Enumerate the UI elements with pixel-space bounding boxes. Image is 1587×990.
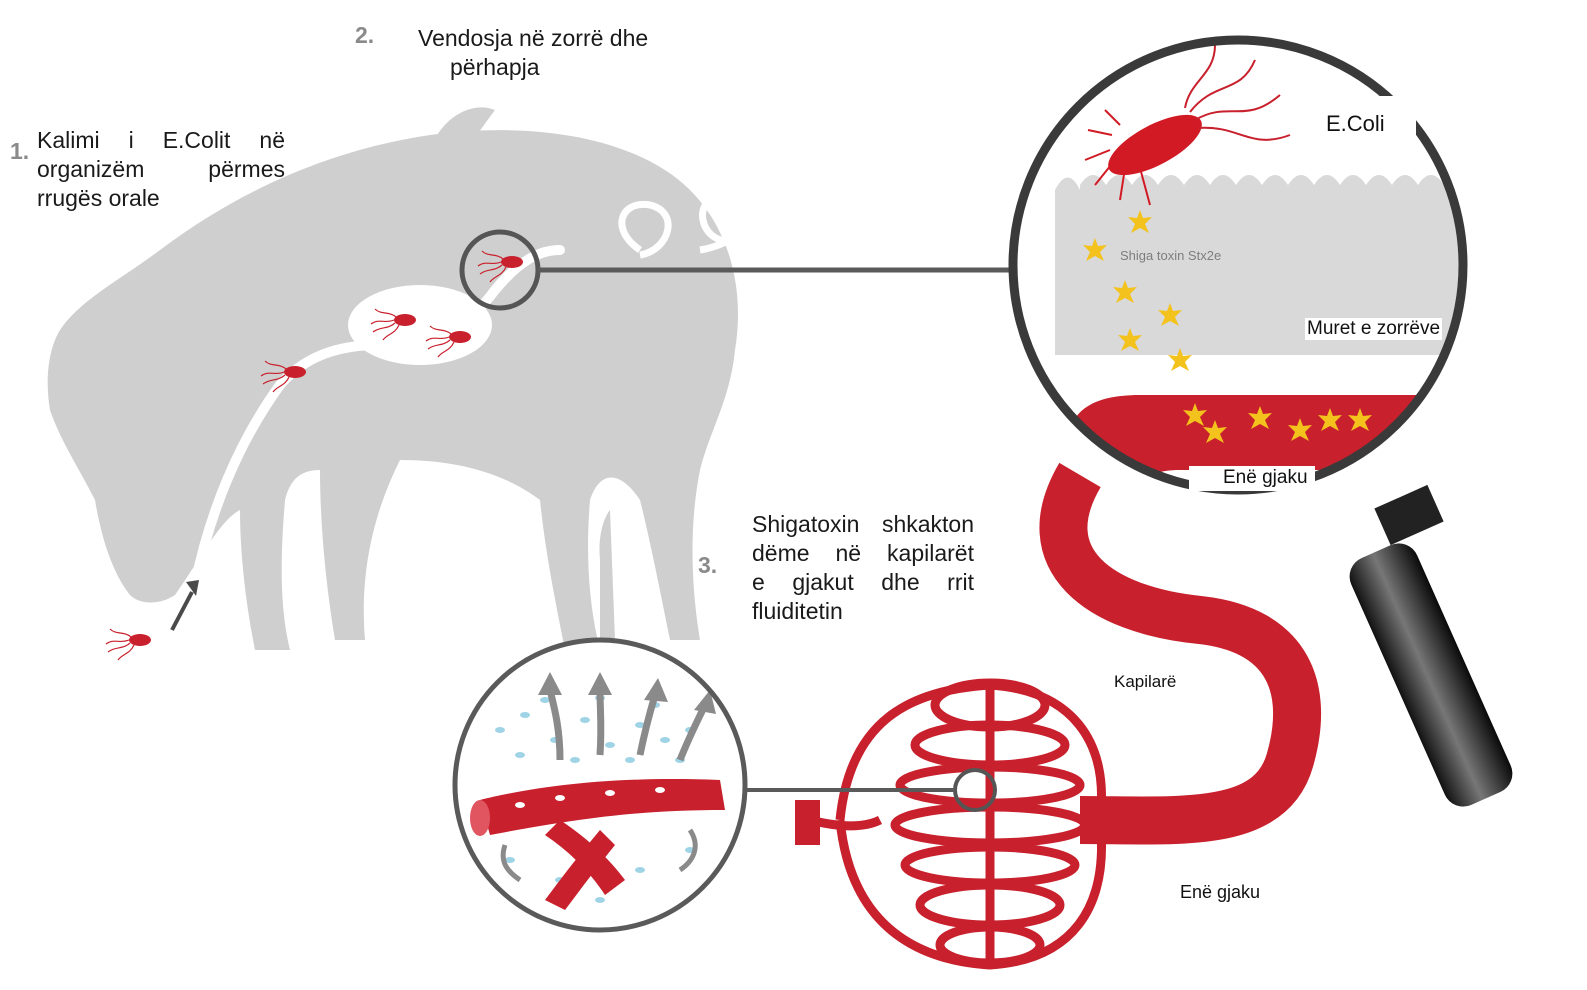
step-1-text: Kalimi i E.Colit në organizëm përmes rru… <box>37 126 285 213</box>
bacterium <box>106 629 151 660</box>
step-3-number: 3. <box>698 552 717 579</box>
step-3-text: Shigatoxin shkakton dëme në kapilarët e … <box>752 510 974 626</box>
label-blood-vessel-top: Enë gjaku <box>1189 466 1315 491</box>
label-intestinal-wall: Muret e zorrëve <box>1305 318 1442 340</box>
entry-arrow <box>172 592 192 630</box>
label-toxin: Shiga toxin Stx2e <box>1120 248 1221 263</box>
step-1-number: 1. <box>10 138 29 165</box>
capillary-network <box>810 683 1102 965</box>
step-2-text: Vendosja në zorrë dhe përhapja <box>418 24 678 82</box>
step-2-number: 2. <box>355 22 374 49</box>
label-ecoli: E.Coli <box>1302 96 1416 145</box>
magnifier-handle <box>1343 485 1519 813</box>
label-capillaries: Kapilarë <box>1114 672 1176 692</box>
label-blood-vessel-bottom: Enë gjaku <box>1180 882 1260 903</box>
